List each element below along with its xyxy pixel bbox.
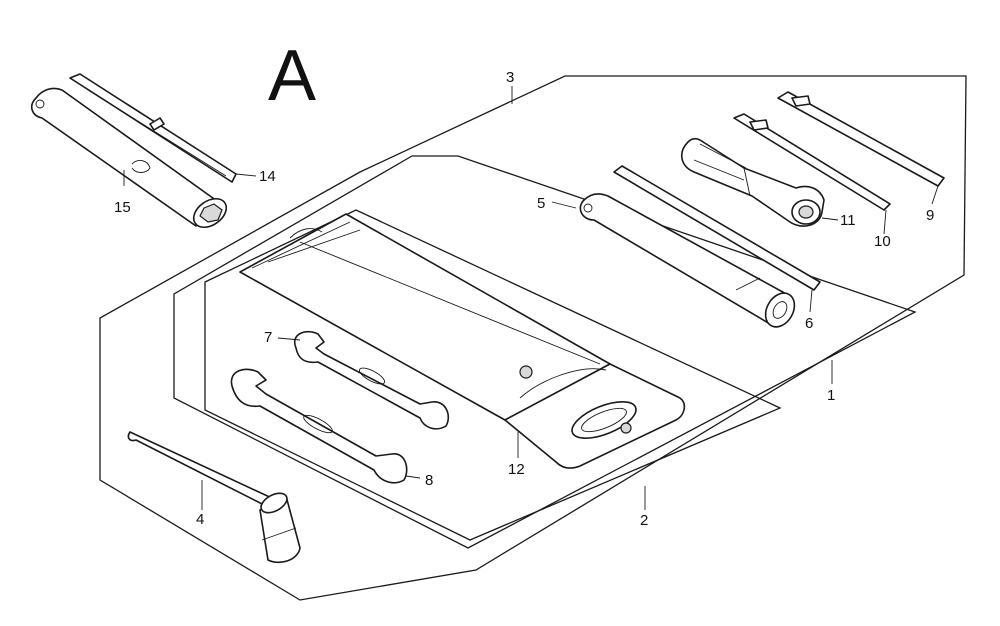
callout-8: 8 [425, 472, 433, 489]
outline-part-2 [173, 155, 917, 549]
callout-1: 1 [827, 387, 835, 404]
leader-lines [123, 86, 939, 510]
callout-14: 14 [259, 168, 276, 185]
rod-6 [613, 165, 821, 291]
callout-5: 5 [537, 195, 545, 212]
callout-11: 11 [840, 212, 856, 229]
callout-3: 3 [506, 69, 514, 86]
box-wrench-15 [30, 87, 228, 229]
screwdriver-10 [733, 113, 891, 211]
callout-2: 2 [640, 512, 648, 529]
callout-12: 12 [508, 461, 525, 478]
socket-handle-11 [681, 137, 825, 227]
callout-10: 10 [874, 233, 891, 250]
callout-15: 15 [114, 199, 131, 216]
wrench-8 [230, 368, 408, 484]
callout-6: 6 [805, 315, 813, 332]
callout-4: 4 [196, 511, 204, 528]
screwdriver-9 [777, 91, 945, 187]
plug-wrench-4 [127, 431, 301, 564]
tool-5 [579, 193, 796, 328]
outline-part-3 [99, 75, 967, 601]
callout-9: 9 [926, 207, 934, 224]
wrench-7 [293, 330, 450, 430]
tool-bag [239, 213, 686, 469]
section-letter: A [268, 36, 316, 116]
callout-7: 7 [264, 329, 272, 346]
